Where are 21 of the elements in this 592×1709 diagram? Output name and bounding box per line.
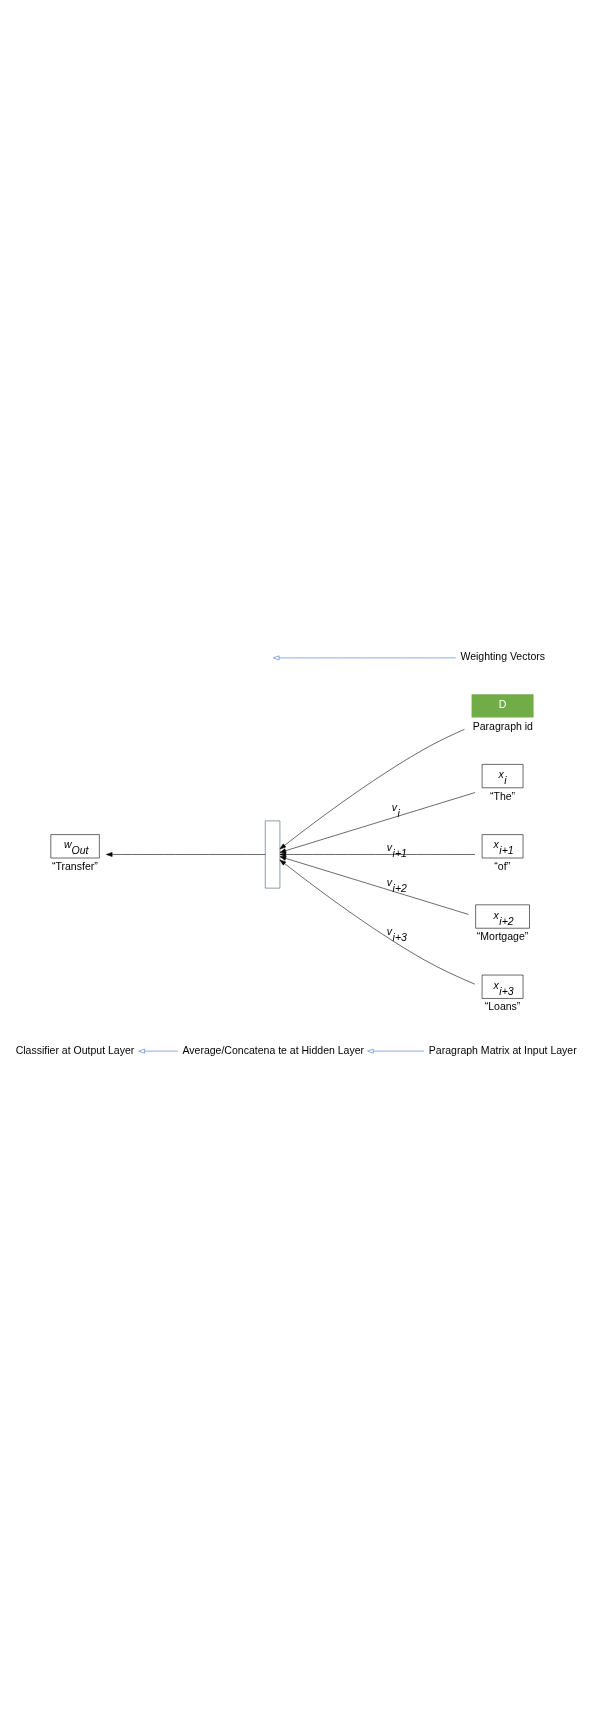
arrow [138,1048,179,1054]
node-text: Classifier at Output Layer [15,1043,135,1056]
arrow [367,1048,425,1054]
arrow [272,655,456,661]
node-text: Weighting Vectors [460,650,545,663]
arrow [106,852,266,857]
node-text: Paragraph Matrix at Input Layer [428,1043,577,1056]
node-label: “Loans” [484,1000,521,1013]
arrow [279,729,465,850]
node-label: “of” [494,859,511,872]
arrow [279,856,469,915]
node-label: “Transfer” [51,859,98,872]
node-label: “Mortgage” [476,930,529,943]
node-box [265,820,281,889]
node-label: “The” [489,789,516,802]
node-label: Paragraph id [472,719,533,732]
node-text: Average/Concatena te at Hidden Layer [182,1043,365,1056]
node-box: D [471,694,534,718]
arrow [279,852,476,857]
arrow [279,792,476,853]
arrow [279,859,476,985]
